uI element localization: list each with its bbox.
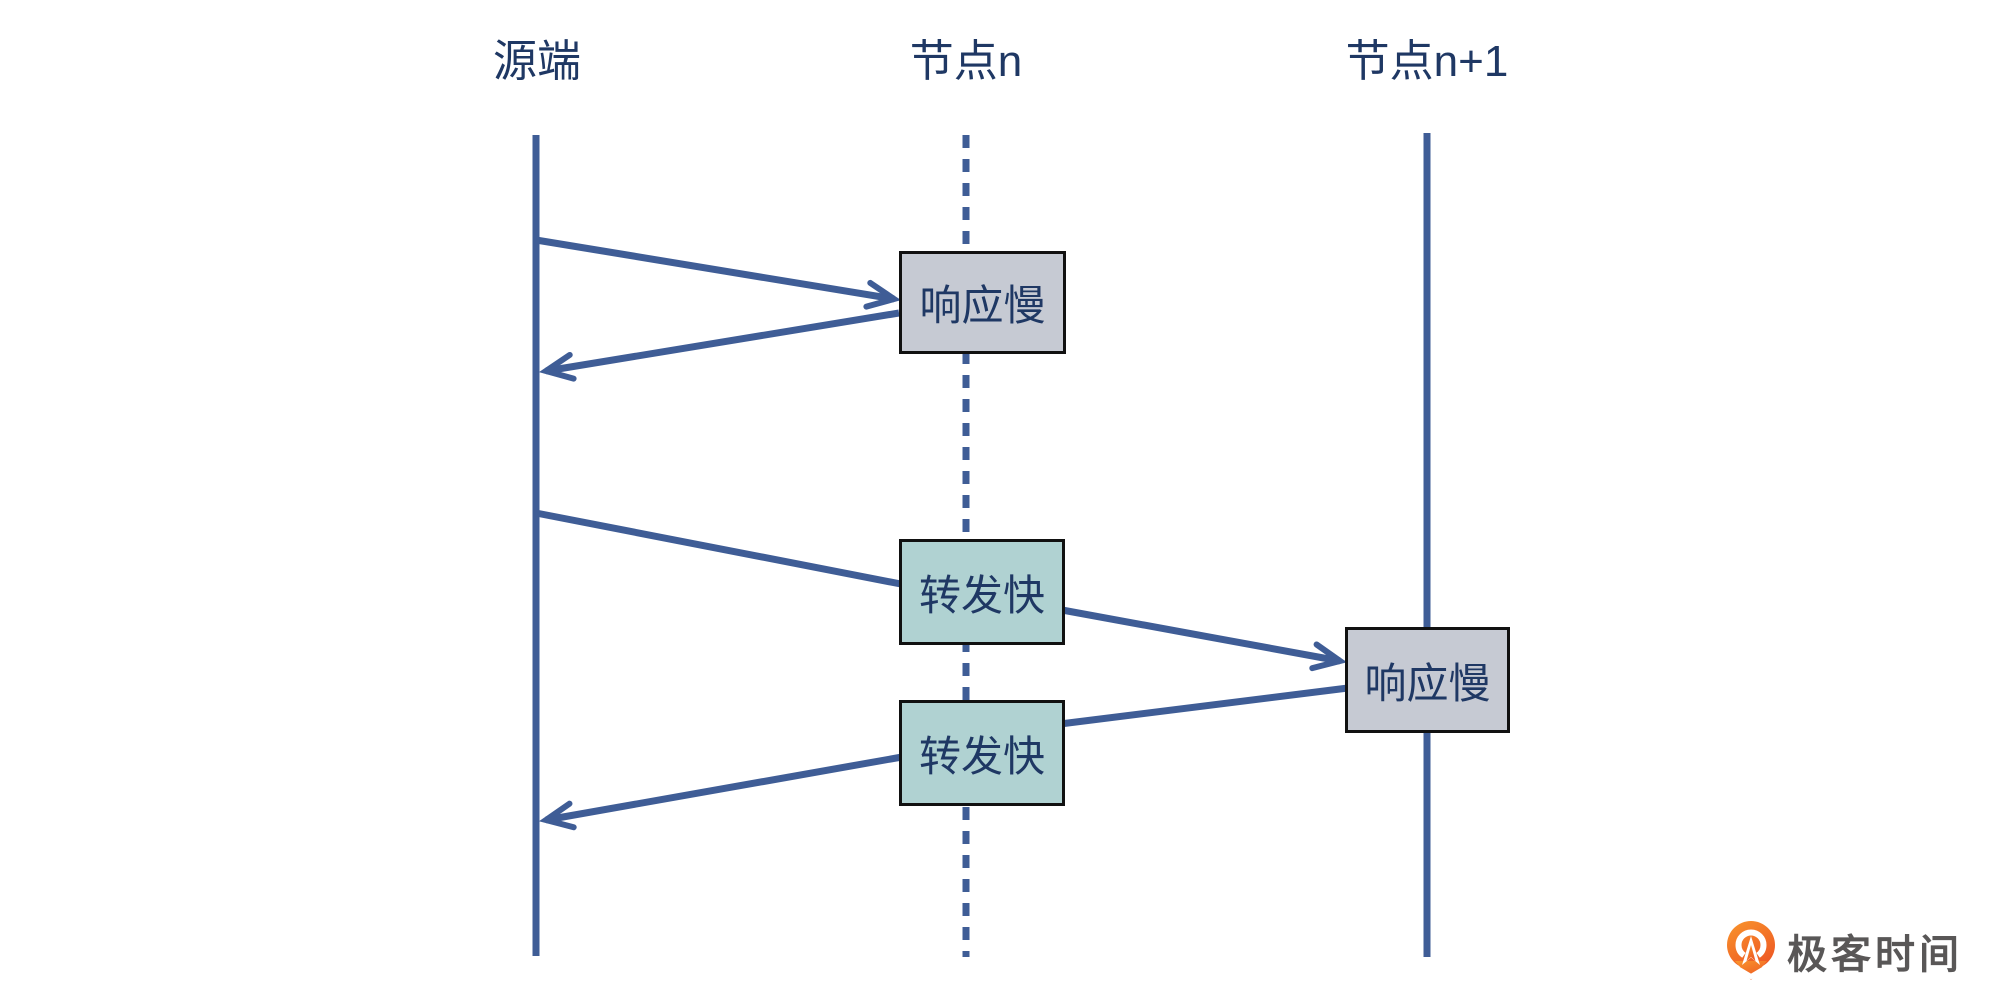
- geektime-logo-icon: [1727, 921, 1775, 980]
- geektime-logo-text: 极客时间: [1787, 933, 1963, 977]
- arrow-request-to-node-n1: [1061, 606, 1348, 672]
- arrow-request-to-forward: [535, 509, 907, 589]
- box-slow-response-node-n: 响应慢: [899, 251, 1066, 354]
- box-fast-forward-lower: 转发快: [899, 700, 1065, 806]
- arrow-reply-to-source: [538, 753, 903, 831]
- box-slow-response-node-n1: 响应慢: [1345, 627, 1510, 733]
- lifeline-label-node-n1: 节点n+1: [1345, 37, 1509, 86]
- lifeline-label-node-n: 节点n: [909, 37, 1023, 86]
- lifeline-label-source: 源端: [493, 37, 581, 86]
- arrow-reply-from-node-n: [538, 309, 900, 382]
- arrow-reply-to-forward: [1059, 684, 1349, 728]
- geektime-logo: 极客时间: [1725, 920, 1963, 982]
- box-fast-forward-upper: 转发快: [899, 539, 1065, 645]
- arrow-request-to-node-n: [535, 236, 902, 310]
